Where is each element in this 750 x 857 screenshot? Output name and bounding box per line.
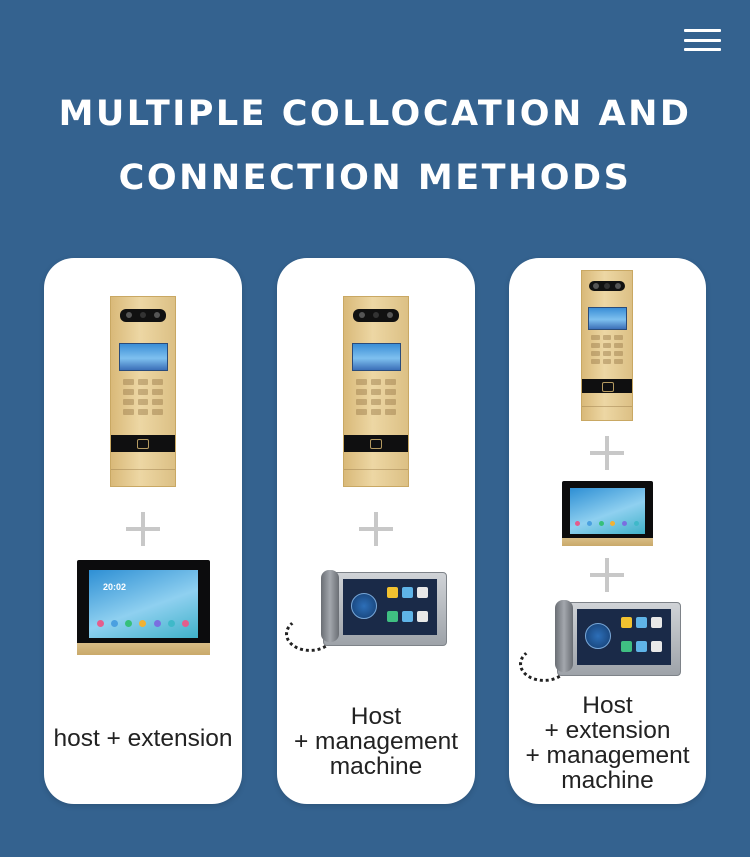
combo-label-line: host + extension xyxy=(53,725,233,752)
plus-icon xyxy=(590,436,624,470)
combo-label: host + extension xyxy=(44,726,242,751)
combo-card-host-management: Host + management machine xyxy=(277,258,475,804)
management-machine-image xyxy=(285,570,447,652)
combo-label-line: + management xyxy=(525,742,690,769)
combo-label-line: + management xyxy=(293,728,459,755)
combo-label: Host + management machine xyxy=(277,704,475,779)
plus-icon xyxy=(359,512,393,546)
indoor-monitor-image: 20:02 xyxy=(77,560,210,655)
combo-card-host-extension: 20:02 host + extension xyxy=(44,258,242,804)
door-station-image xyxy=(343,296,409,487)
management-machine-image xyxy=(519,600,681,682)
monitor-clock: 20:02 xyxy=(103,582,127,592)
combo-label-line: Host xyxy=(350,703,402,730)
indoor-monitor-image xyxy=(562,481,653,546)
hamburger-menu-icon[interactable] xyxy=(684,29,721,51)
combo-label: Host + extension + management machine xyxy=(509,693,706,793)
combo-label-line: machine xyxy=(561,767,654,794)
combo-label-line: + extension xyxy=(544,717,671,744)
door-station-image xyxy=(581,270,633,421)
plus-icon xyxy=(590,558,624,592)
combo-label-line: machine xyxy=(329,753,423,780)
combo-label-line: Host xyxy=(582,692,633,719)
plus-icon xyxy=(126,512,160,546)
page-title-line-1: MULTIPLE COLLOCATION AND xyxy=(58,94,692,134)
combo-card-host-extension-management: Host + extension + management machine xyxy=(509,258,706,804)
door-station-image xyxy=(110,296,176,487)
page-title-line-2: CONNECTION METHODS xyxy=(118,158,632,198)
